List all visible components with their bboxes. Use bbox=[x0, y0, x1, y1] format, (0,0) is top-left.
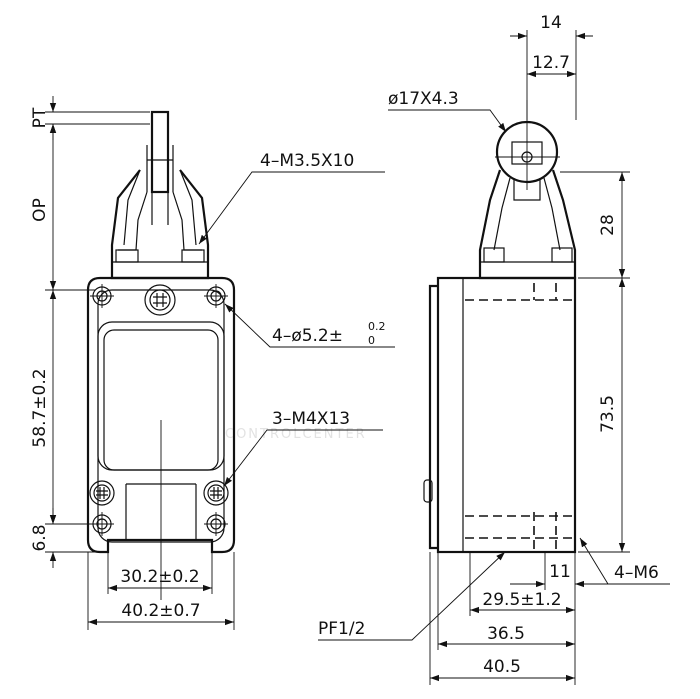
dim-40-5-label: 40.5 bbox=[483, 657, 521, 677]
front-plunger bbox=[146, 110, 174, 225]
dim-12-7-label: 12.7 bbox=[532, 53, 570, 73]
front-screws bbox=[89, 284, 229, 506]
dim-73-5-label: 73.5 bbox=[598, 395, 618, 433]
callout-mount-thread: 4–M6 bbox=[614, 563, 659, 583]
front-dimensions-left bbox=[45, 96, 150, 568]
callout-conduit-leader bbox=[318, 551, 506, 641]
dim-inner-width-label: 30.2±0.2 bbox=[120, 567, 199, 587]
side-dimensions-right bbox=[560, 171, 630, 553]
callout-mount-thread-leader bbox=[579, 537, 670, 585]
dim-outer-width-label: 40.2±0.7 bbox=[121, 601, 200, 621]
side-actuator-head bbox=[478, 169, 577, 280]
dim-height-label: 58.7±0.2 bbox=[30, 368, 50, 447]
callout-mount-holes: 4–ø5.2± bbox=[272, 326, 343, 346]
callout-roller-leader bbox=[388, 109, 507, 133]
dim-11-label: 11 bbox=[549, 562, 571, 582]
dim-14-label: 14 bbox=[540, 13, 562, 33]
front-dimensions-bottom bbox=[87, 552, 235, 630]
callout-mount-holes-tol-upper: 0.2 bbox=[368, 320, 386, 333]
front-mounting-holes bbox=[90, 284, 228, 536]
callout-terminal-screws: 3–M4X13 bbox=[272, 409, 350, 429]
dim-36-5-label: 36.5 bbox=[487, 624, 525, 644]
callout-cover-screws: 4–M3.5X10 bbox=[260, 151, 354, 171]
front-view: PT OP 58.7±0.2 6.8 30.2±0.2 40.2±0.7 4–M… bbox=[30, 96, 395, 630]
front-body bbox=[86, 276, 236, 600]
front-callouts bbox=[198, 171, 395, 487]
dim-pt-label: PT bbox=[30, 107, 50, 128]
dim-28-label: 28 bbox=[598, 214, 618, 236]
callout-conduit: PF1/2 bbox=[318, 619, 365, 639]
dim-bottom-label: 6.8 bbox=[30, 524, 50, 551]
side-body bbox=[423, 276, 577, 554]
dim-op-label: OP bbox=[30, 198, 50, 222]
side-dimensions-bottom bbox=[429, 552, 610, 685]
side-dimensions-top bbox=[510, 30, 593, 120]
callout-roller: ø17X4.3 bbox=[388, 89, 459, 109]
callout-mount-holes-tol-lower: 0 bbox=[368, 334, 375, 347]
side-roller bbox=[495, 100, 560, 190]
front-actuator-head bbox=[110, 169, 210, 280]
dim-29-5-label: 29.5±1.2 bbox=[482, 590, 561, 610]
side-view: 14 12.7 ø17X4.3 28 73.5 11 2 bbox=[318, 13, 670, 685]
watermark-text: CONTROLCENTER bbox=[225, 427, 367, 442]
